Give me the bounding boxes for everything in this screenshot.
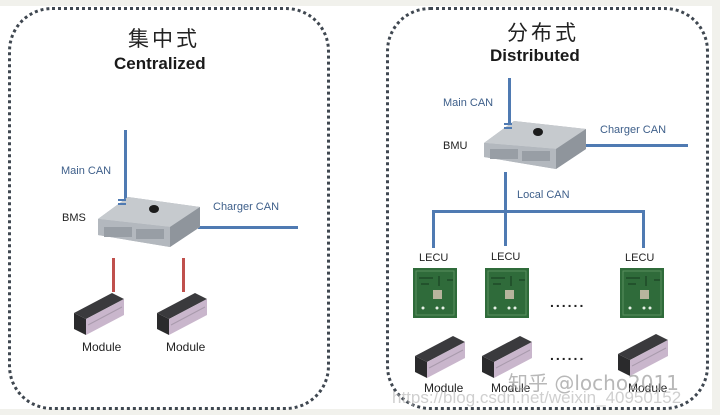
distributed-local-can-bus — [432, 210, 645, 213]
centralized-module-link-2 — [182, 258, 185, 292]
lecu-label-2: LECU — [491, 251, 521, 263]
distributed-local-can-trunk — [504, 172, 507, 212]
centralized-module-link-1 — [112, 258, 115, 292]
distributed-module-label-1: Module — [424, 381, 464, 395]
battery-module-icon — [74, 293, 124, 335]
centralized-charger-can-wire — [198, 226, 298, 229]
distributed-module-label-2: Module — [491, 381, 531, 395]
centralized-module-label-1: Module — [82, 340, 122, 354]
battery-module-icon — [415, 336, 465, 378]
lecu-drop-1 — [432, 210, 435, 248]
centralized-title-en: Centralized — [114, 54, 206, 73]
bms-ecu-icon — [98, 197, 200, 247]
centralized-title-cn: 集中式 — [128, 27, 200, 51]
distributed-title-cn: 分布式 — [507, 21, 579, 45]
zhihu-watermark: 知乎 @locho2011 — [508, 371, 679, 395]
lecu-label-3: LECU — [625, 252, 655, 264]
distributed-charger-can-wire — [585, 144, 688, 147]
lecu-drop-3 — [642, 210, 645, 248]
circuit-board-icon — [485, 268, 529, 318]
centralized-main-can-wire — [124, 130, 127, 200]
battery-module-icon — [157, 293, 207, 335]
distributed-main-can-wire — [508, 78, 511, 128]
distributed-local-can-label: Local CAN — [517, 189, 570, 201]
battery-module-icon — [618, 334, 668, 376]
distributed-bmu-label: BMU — [443, 140, 468, 152]
centralized-bms-label: BMS — [62, 212, 86, 224]
distributed-charger-can-label: Charger CAN — [600, 124, 667, 136]
bmu-ecu-icon — [484, 121, 586, 169]
distributed-panel — [386, 7, 709, 410]
battery-module-icon — [482, 336, 532, 378]
centralized-charger-can-label: Charger CAN — [213, 201, 280, 213]
centralized-main-can-label: Main CAN — [61, 165, 112, 177]
distributed-module-label-3: Module — [628, 381, 668, 395]
lecu-label-1: LECU — [419, 252, 449, 264]
distributed-main-can-label: Main CAN — [443, 97, 494, 109]
blog-url-watermark: https://blog.csdn.net/weixin_40950152 — [392, 388, 682, 407]
circuit-board-icon — [620, 268, 664, 318]
centralized-panel — [8, 7, 330, 410]
lecu-ellipsis: ...... — [550, 294, 586, 310]
module-ellipsis: ...... — [550, 347, 586, 363]
lecu-drop-2 — [504, 210, 507, 246]
centralized-module-label-2: Module — [166, 340, 206, 354]
circuit-board-icon — [413, 268, 457, 318]
distributed-title-en: Distributed — [490, 46, 580, 65]
